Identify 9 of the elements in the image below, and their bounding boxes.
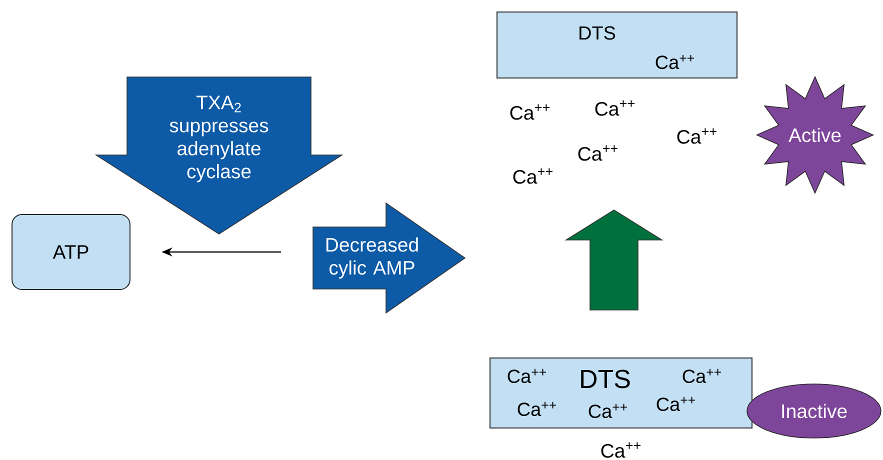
ion-label: Ca$^{++}$	[595, 100, 634, 116]
container-box: DTS Ca$^{++}$	[496, 12, 738, 78]
ion-label: Ca$^{++}$	[513, 168, 552, 184]
up-arrow	[564, 210, 664, 310]
ion-label: Ca$^{++}$	[510, 104, 550, 120]
process-box: ATP	[12, 214, 130, 290]
ion-label: Ca$^{++}$	[578, 145, 618, 161]
ion-label: Ca$^{++}$	[677, 128, 716, 144]
container-box: Ca$^{++}$ DTS Ca$^{++}$ Ca$^{++}$ Ca$^{++}$ Ca$^{++}$	[490, 358, 752, 428]
